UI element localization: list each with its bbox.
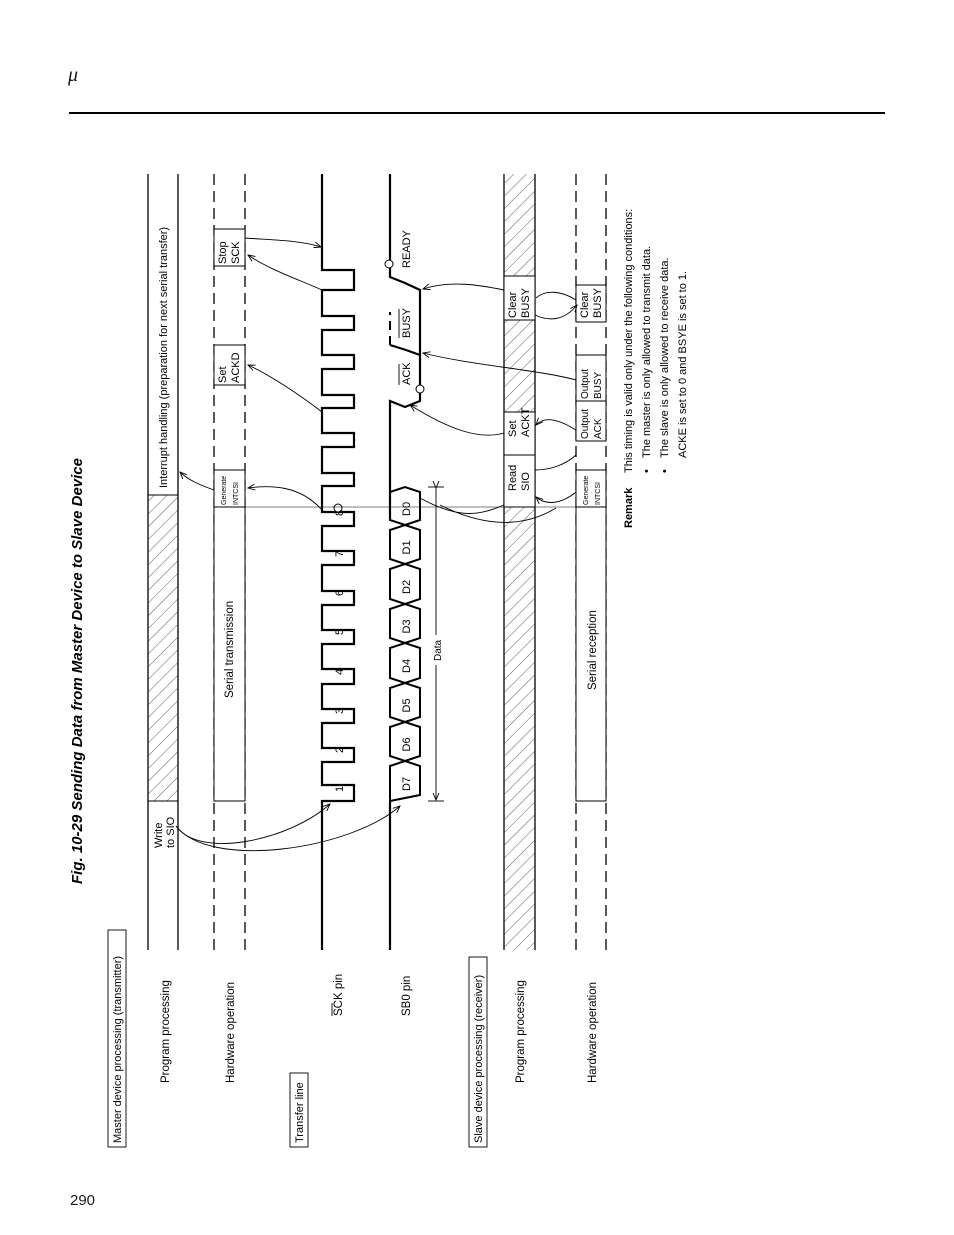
- sb0-ack-text: ACK: [401, 362, 413, 385]
- sck-pin-label: SCK pin: [333, 974, 345, 1016]
- read-sio-text-2: SIO: [520, 472, 532, 491]
- generate-intcsi-box: [213, 469, 246, 508]
- slave-generate-intcsi-box: [575, 469, 607, 508]
- stop-sck-box: [213, 228, 246, 267]
- write-sio-text-1: Write: [153, 823, 165, 848]
- read-sio-text-1: Read: [507, 465, 519, 491]
- slave-hardware-operation-label: Hardware operation: [587, 982, 599, 1083]
- slave-hatched-upper: [504, 174, 535, 276]
- output-busy-text-2: BUSY: [593, 371, 604, 399]
- sb0-ready-line: [388, 174, 422, 355]
- serial-transmission-text: Serial transmission: [224, 601, 236, 698]
- stop-sck-text-1: Stop: [217, 241, 229, 264]
- remark-item-2: The slave is only allowed to receive dat…: [659, 257, 671, 458]
- data-bit-d2: D2: [401, 580, 413, 594]
- remark-bullet-2: •: [659, 469, 671, 473]
- master-program-processing-label: Program processing: [160, 980, 172, 1083]
- output-ack-text-1: Output: [580, 409, 591, 439]
- data-bit-d6: D6: [401, 737, 413, 751]
- slave-clear-busy-box: [503, 275, 536, 321]
- data-bit-d0: D0: [401, 502, 413, 516]
- interrupt-handling-text: Interrupt handling (preparation for next…: [158, 227, 170, 488]
- output-busy-box: [575, 354, 607, 402]
- write-sio-text-2: to SIO: [165, 816, 177, 848]
- remark-intro: This timing is valid only under the foll…: [623, 209, 635, 473]
- master-program-hatched: [148, 495, 178, 801]
- header-symbol: μ: [68, 64, 79, 86]
- event-arrows: [175, 237, 577, 852]
- clock-label-6: 6: [334, 590, 346, 596]
- hw-clear-busy-text-1: Clear: [579, 291, 591, 318]
- data-cell-d7: [389, 759, 421, 803]
- hw-clear-busy-text-2: BUSY: [592, 287, 604, 318]
- slave-generate-intcsi-text-2: INTCSI: [595, 482, 602, 505]
- header-rule: [69, 112, 885, 114]
- set-ackt-text-2: ACKT: [520, 407, 532, 437]
- transfer-section-box: [289, 1072, 309, 1148]
- transfer-section-label: Transfer line: [294, 1082, 306, 1143]
- sb0-pin-label: SB0 pin: [401, 976, 413, 1016]
- sb0-ready-text: READY: [401, 229, 413, 268]
- sb0-ack-line: [388, 388, 422, 520]
- slave-generate-intcsi-text-1: Generate: [583, 476, 590, 505]
- clock-label-4: 4: [334, 669, 346, 675]
- remark-item-1: The master is only allowed to transmit d…: [641, 246, 653, 458]
- sck-edge-marker: [333, 503, 343, 513]
- slave-program-processing-label: Program processing: [515, 980, 527, 1083]
- remark-bullet-1: •: [641, 469, 653, 473]
- sb0-busy-rise: [389, 343, 422, 388]
- clock-label-3: 3: [334, 708, 346, 714]
- master-hardware-operation-label: Hardware operation: [225, 982, 237, 1083]
- slave-section-label: Slave device processing (receiver): [473, 975, 485, 1143]
- master-section-box: [107, 929, 127, 1148]
- master-section-label: Master device processing (transmitter): [112, 956, 124, 1143]
- serial-reception-box: [575, 506, 607, 802]
- remark-item-3: ACKE is set to 0 and BSYE is set to 1.: [677, 271, 689, 458]
- data-span-label: Data: [433, 639, 444, 661]
- output-busy-text-1: Output: [580, 369, 591, 399]
- generate-intcsi-text-1: Generate: [221, 476, 228, 505]
- data-bit-d7: D7: [401, 777, 413, 791]
- clock-label-5: 5: [334, 629, 346, 635]
- set-ackt-text-1: Set: [507, 420, 519, 437]
- output-ack-box: [575, 400, 607, 442]
- clock-label-8: 8: [334, 510, 346, 516]
- data-bit-d5: D5: [401, 698, 413, 712]
- set-ackd-text-1: Set: [217, 366, 229, 383]
- hw-clear-busy-box: [575, 284, 607, 323]
- data-bit-d3: D3: [401, 619, 413, 633]
- stop-sck-text-2: SCK: [230, 241, 242, 264]
- slave-hatched-middle: [504, 320, 535, 412]
- remark-label: Remark: [623, 487, 635, 528]
- sb0-ready-marker: [384, 259, 394, 269]
- generate-intcsi-text-2: INTCSI: [233, 482, 240, 505]
- set-ackd-text-2: ACKD: [230, 352, 242, 383]
- sb0-ack-marker: [415, 384, 425, 394]
- figure-title: Fig. 10-29 Sending Data from Master Devi…: [69, 458, 86, 884]
- clock-label-7: 7: [334, 551, 346, 557]
- data-bit-d4: D4: [401, 659, 413, 673]
- serial-reception-text: Serial reception: [587, 610, 599, 690]
- sck-waveform: [320, 174, 356, 950]
- set-ackt-box: [503, 411, 536, 456]
- sb0-busy-text: BUSY: [401, 307, 413, 338]
- clock-label-2: 2: [334, 747, 346, 753]
- slave-section-box: [468, 956, 488, 1148]
- slave-clear-busy-text-2: BUSY: [520, 287, 532, 318]
- slave-hatched-lower: [504, 507, 535, 950]
- data-bit-d1: D1: [401, 540, 413, 554]
- page-number: 290: [70, 1192, 96, 1209]
- set-ackd-box: [213, 344, 246, 386]
- clock-label-1: 1: [334, 786, 346, 792]
- output-ack-text-2: ACK: [593, 418, 604, 439]
- slave-clear-busy-text-1: Clear: [507, 291, 519, 318]
